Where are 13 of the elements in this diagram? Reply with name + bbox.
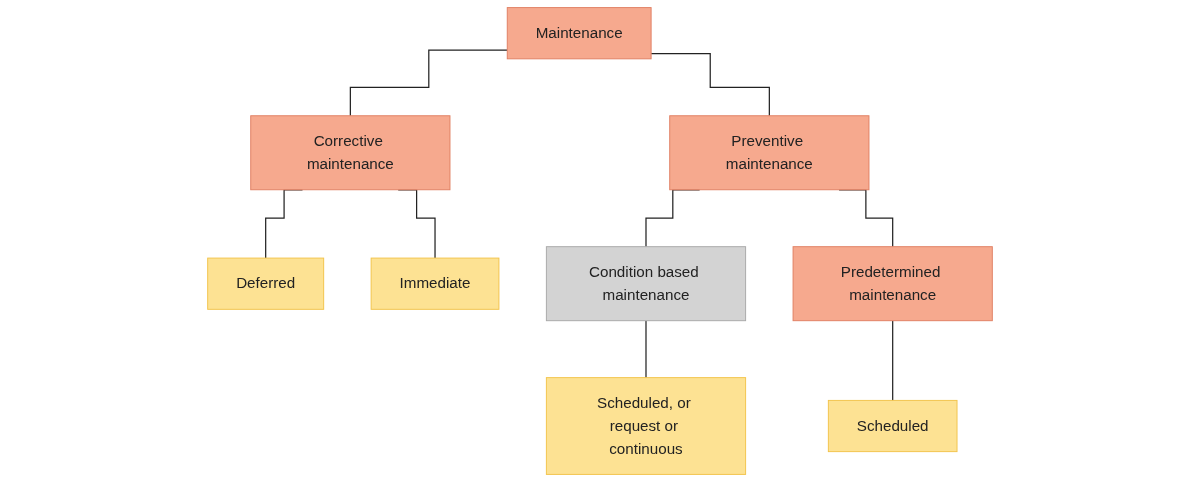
connector [650,53,770,117]
connector [892,320,894,401]
node-box: Preventive maintenance [669,115,870,191]
node-box: Scheduled, or request or continuous [545,377,747,475]
node-box: Immediate [370,257,500,310]
node-box: Scheduled [827,399,958,453]
node-box: Deferred [207,257,325,310]
connector [645,320,647,379]
node-box: Condition based maintenance [545,246,747,322]
connector [349,49,508,117]
node-box: Predetermined maintenance [792,246,993,322]
node-box: Corrective maintenance [250,115,451,191]
node-box: Maintenance [506,7,652,60]
